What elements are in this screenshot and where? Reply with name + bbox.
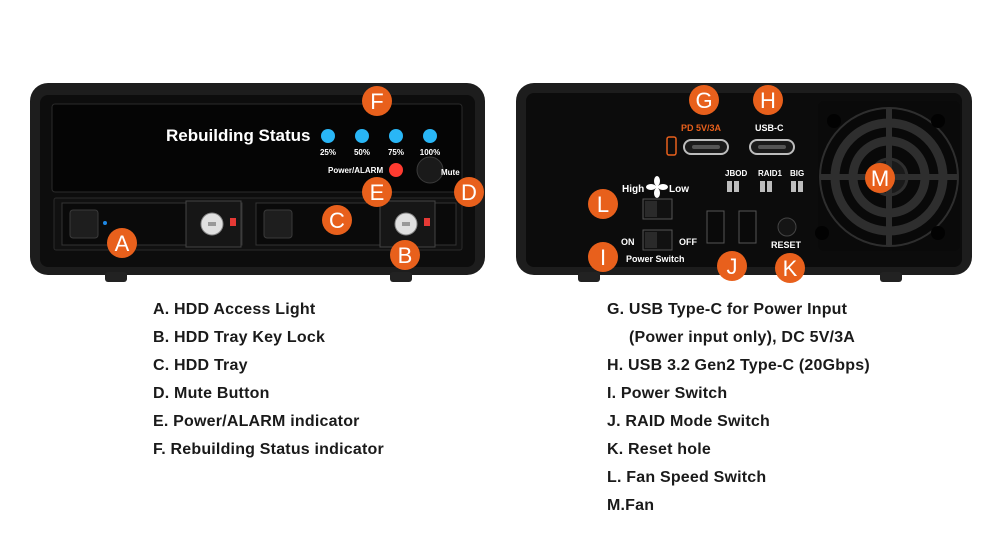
legend-item-i: I. Power Switch	[607, 385, 728, 402]
pd-label: PD 5V/3A	[681, 123, 722, 133]
pd-icon	[666, 136, 677, 156]
svg-text:L: L	[597, 192, 609, 217]
rebuild-leds	[321, 129, 437, 143]
svg-text:C: C	[329, 208, 345, 233]
on-label: ON	[621, 237, 635, 247]
led-label-25: 25%	[320, 148, 336, 157]
legend-item-g-detail: (Power input only), DC 5V/3A	[629, 329, 856, 346]
legend-item-e: E. Power/ALARM indicator	[153, 413, 360, 430]
legend-item-d: D. Mute Button	[153, 385, 270, 402]
raid-jbod-label: JBOD	[725, 169, 747, 178]
legend-item-j: J. RAID Mode Switch	[607, 413, 770, 430]
usbc-label: USB-C	[755, 123, 784, 133]
legend-item-m: M.Fan	[607, 497, 655, 514]
legend-item-l: L. Fan Speed Switch	[607, 469, 767, 486]
svg-text:E: E	[370, 180, 385, 205]
svg-text:A: A	[115, 231, 130, 256]
raid-switch-1[interactable]	[706, 210, 725, 244]
svg-text:D: D	[461, 180, 477, 205]
svg-text:M: M	[871, 166, 889, 191]
reset-label: RESET	[771, 240, 802, 250]
product-diagram: Rebuilding Status 25% 50% 75% 100% Power…	[30, 83, 972, 283]
badge-e: E	[362, 177, 392, 207]
badge-i: I	[588, 242, 618, 272]
legend-item-c: C. HDD Tray	[153, 357, 248, 374]
legend-item-k: K. Reset hole	[607, 441, 711, 458]
fan-low-label: Low	[669, 184, 689, 195]
raid-indicators	[727, 181, 803, 192]
power-alarm-led	[389, 163, 403, 177]
raid-big-label: BIG	[790, 169, 804, 178]
front-panel-title: Rebuilding Status	[166, 126, 311, 145]
power-alarm-label: Power/ALARM	[328, 166, 383, 175]
fan-high-label: High	[622, 184, 644, 195]
badge-j: J	[717, 251, 747, 281]
legend-item-b: B. HDD Tray Key Lock	[153, 329, 326, 346]
led-25	[321, 129, 335, 143]
led-label-100: 100%	[420, 148, 440, 157]
fan-speed-icon	[646, 176, 668, 198]
access-light-1	[103, 221, 107, 225]
badge-f: F	[362, 86, 392, 116]
svg-text:J: J	[727, 254, 738, 279]
badge-b: B	[390, 240, 420, 270]
badge-m: M	[865, 163, 895, 193]
mute-label: Mute	[441, 168, 460, 177]
svg-text:I: I	[600, 245, 606, 270]
off-label: OFF	[679, 237, 697, 247]
raid-raid1-label: RAID1	[758, 169, 783, 178]
led-75	[389, 129, 403, 143]
legend-item-f: F. Rebuilding Status indicator	[153, 441, 384, 458]
legend-item-h: H. USB 3.2 Gen2 Type-C (20Gbps)	[607, 357, 870, 374]
svg-text:H: H	[760, 88, 776, 113]
legend-right: G. USB Type-C for Power Input (Power inp…	[607, 296, 870, 520]
drive-bays	[53, 197, 463, 251]
badge-g: G	[689, 85, 719, 115]
badge-k: K	[775, 253, 805, 283]
raid-switch-2[interactable]	[738, 210, 757, 244]
led-label-75: 75%	[388, 148, 404, 157]
legend-left: A. HDD Access Light B. HDD Tray Key Lock…	[153, 296, 384, 464]
svg-text:G: G	[695, 88, 712, 113]
badge-l: L	[588, 189, 618, 219]
power-switch-label: Power Switch	[626, 254, 685, 264]
badge-d: D	[454, 177, 484, 207]
mute-button[interactable]	[416, 156, 444, 184]
badge-h: H	[753, 85, 783, 115]
legend-item-a: A. HDD Access Light	[153, 301, 316, 318]
badge-c: C	[322, 205, 352, 235]
svg-text:K: K	[783, 256, 798, 281]
svg-text:F: F	[370, 89, 383, 114]
led-100	[423, 129, 437, 143]
badge-a: A	[107, 228, 137, 258]
led-50	[355, 129, 369, 143]
svg-text:B: B	[398, 243, 413, 268]
legend-item-g: G. USB Type-C for Power Input	[607, 301, 848, 318]
led-label-50: 50%	[354, 148, 370, 157]
reset-hole[interactable]	[777, 217, 797, 237]
